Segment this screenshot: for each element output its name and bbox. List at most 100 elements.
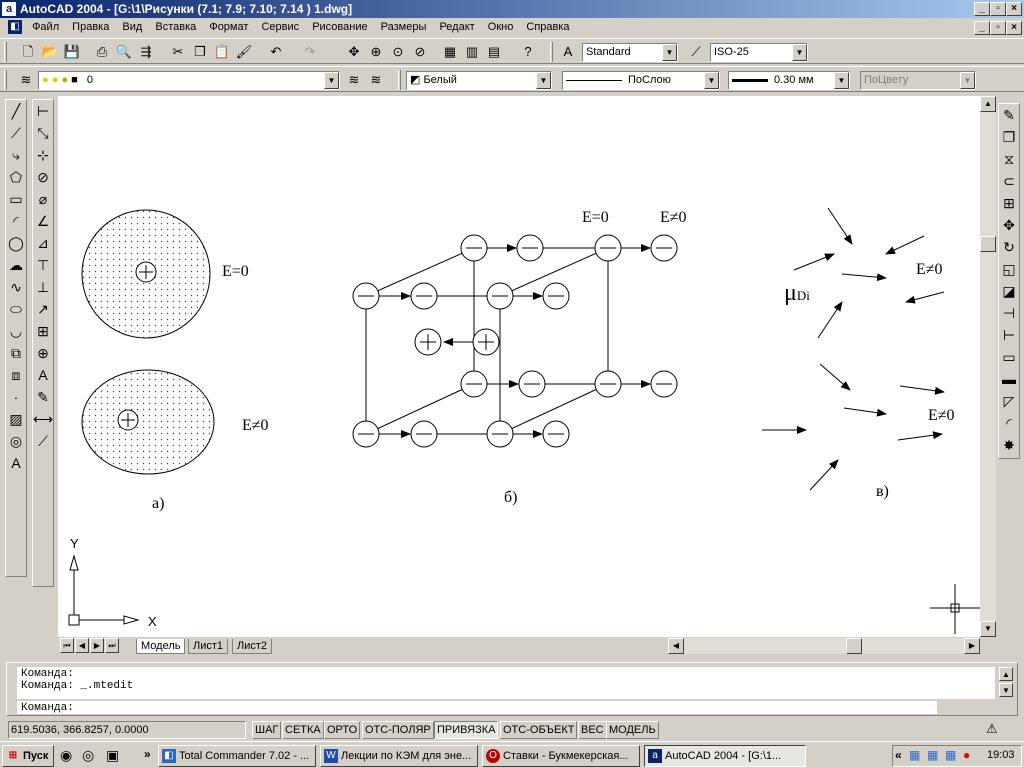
coordinate-readout[interactable]: 619.5036, 366.8257, 0.0000	[8, 721, 246, 739]
scale-icon[interactable]: ◱	[1002, 261, 1016, 277]
text-style-select[interactable]: Standard▼	[582, 43, 678, 62]
tab-layout2[interactable]: Лист2	[232, 639, 273, 654]
cmd-scroll-down-icon[interactable]: ▼	[999, 683, 1013, 697]
antivirus-icon[interactable]: ●	[963, 748, 971, 762]
baseline-dimension-icon[interactable]: ⊤	[36, 257, 50, 273]
arc-icon[interactable]: ◜	[13, 213, 19, 229]
task-total-commander[interactable]: ◧Total Commander 7.02 - ...	[158, 745, 316, 767]
horizontal-scrollbar[interactable]: ◀ ▶	[668, 638, 980, 654]
status-model-button[interactable]: МОДЕЛЬ	[606, 721, 659, 739]
radius-dimension-icon[interactable]: ⊘	[37, 169, 49, 185]
prev-tab-icon[interactable]: ◀	[75, 638, 89, 653]
doc-close-button[interactable]: ×	[1006, 21, 1022, 35]
status-grid-button[interactable]: СЕТКА	[282, 721, 324, 739]
status-osnap-button[interactable]: ПРИВЯЗКА	[434, 721, 499, 739]
linear-dimension-icon[interactable]: ⊢	[36, 103, 50, 119]
scroll-up-icon[interactable]: ▲	[980, 96, 996, 112]
angular-dimension-icon[interactable]: ∠	[36, 213, 50, 229]
extend-icon[interactable]: ⊢	[1002, 327, 1016, 343]
revision-cloud-icon[interactable]: ☁	[9, 257, 23, 273]
status-otrack-button[interactable]: ОТС-ОБЪЕКТ	[500, 721, 578, 739]
last-tab-icon[interactable]: ⏭	[105, 638, 119, 653]
menu-dimension[interactable]: Размеры	[380, 21, 427, 33]
command-input[interactable]: Команда:	[17, 701, 937, 714]
circle-icon[interactable]: ◯	[8, 235, 24, 251]
layer-manager-icon[interactable]: ≋	[20, 72, 32, 87]
dimension-update-icon[interactable]: ⟷	[33, 411, 54, 427]
minimize-button[interactable]: _	[974, 2, 990, 16]
copy-icon[interactable]: ❐	[194, 44, 206, 59]
make-block-icon[interactable]: ⧈	[11, 367, 21, 383]
make-current-layer-icon[interactable]: ≋	[348, 72, 360, 87]
toolbar-grip[interactable]	[4, 42, 7, 62]
publish-icon[interactable]: ⇶	[140, 44, 152, 59]
status-snap-button[interactable]: ШАГ	[252, 721, 282, 739]
aligned-dimension-icon[interactable]: ⤡	[37, 125, 49, 141]
continue-dimension-icon[interactable]: ⊥	[36, 279, 50, 295]
match-properties-icon[interactable]: 🖌	[235, 44, 253, 59]
chevron-down-icon[interactable]: ▼	[960, 72, 975, 89]
status-polar-button[interactable]: ОТС-ПОЛЯР	[362, 721, 434, 739]
offset-icon[interactable]: ⊂	[1003, 173, 1015, 189]
save-icon[interactable]: 💾	[63, 44, 81, 59]
diameter-dimension-icon[interactable]: ⌀	[38, 191, 48, 207]
firefox-quicklaunch-icon[interactable]: ◉	[60, 747, 73, 763]
move-icon[interactable]: ✥	[1003, 217, 1015, 233]
text-style-icon[interactable]: A	[563, 44, 573, 59]
stretch-icon[interactable]: ◪	[1002, 283, 1016, 299]
menu-view[interactable]: Вид	[122, 21, 143, 33]
zoom-realtime-icon[interactable]: ⊕	[370, 44, 382, 59]
layer-select[interactable]: ● ● ● ■ 0 ▼	[38, 71, 340, 90]
doc-minimize-button[interactable]: _	[974, 21, 990, 35]
polygon-icon[interactable]: ⬠	[9, 169, 23, 185]
menu-window[interactable]: Окно	[487, 21, 514, 33]
properties-icon[interactable]: ▦	[443, 44, 457, 59]
chamfer-icon[interactable]: ◸	[1003, 393, 1015, 409]
chevron-down-icon[interactable]: ▼	[536, 72, 551, 89]
chevron-down-icon[interactable]: ▼	[324, 72, 339, 89]
save-quicklaunch-icon[interactable]: ▣	[106, 747, 120, 763]
ordinate-dimension-icon[interactable]: ⊹	[37, 147, 49, 163]
lineweight-select[interactable]: 0.30 мм▼	[728, 71, 850, 90]
tab-layout1[interactable]: Лист1	[188, 639, 229, 654]
print-icon[interactable]: ⎙	[96, 44, 108, 59]
dim-style-icon[interactable]: ⟋	[691, 44, 701, 59]
vertical-scrollbar[interactable]: ▲ ▼	[980, 96, 996, 637]
menu-modify[interactable]: Редакт	[439, 21, 475, 33]
array-icon[interactable]: ⊞	[1003, 195, 1015, 211]
color-select[interactable]: ◩ Белый▼	[406, 71, 552, 90]
spline-icon[interactable]: ∿	[10, 279, 22, 295]
open-file-icon[interactable]: 📂	[41, 44, 59, 59]
tab-model[interactable]: Модель	[136, 639, 186, 654]
zoom-window-icon[interactable]: ⊙	[392, 44, 404, 59]
communication-center-icon[interactable]: ⚠	[986, 721, 998, 736]
ellipse-arc-icon[interactable]: ◡	[9, 323, 23, 339]
scroll-thumb[interactable]	[846, 638, 862, 654]
scroll-left-icon[interactable]: ◀	[668, 638, 684, 654]
menu-tools[interactable]: Сервис	[261, 21, 300, 33]
autocad-app-icon[interactable]: a	[2, 2, 16, 16]
undo-icon[interactable]: ↶	[270, 44, 282, 59]
region-icon[interactable]: ◎	[9, 433, 23, 449]
dimension-edit-icon[interactable]: A	[38, 367, 48, 383]
network-icon[interactable]: ▦	[927, 748, 939, 762]
menu-help[interactable]: Справка	[526, 21, 570, 33]
tool-palettes-icon[interactable]: ▤	[487, 44, 501, 59]
status-lwt-button[interactable]: ВЕС	[578, 721, 607, 739]
trim-icon[interactable]: ⊣	[1002, 305, 1016, 321]
point-icon[interactable]: ·	[13, 389, 19, 405]
copy-object-icon[interactable]: ❐	[1002, 129, 1016, 145]
paste-icon[interactable]: 📋	[213, 44, 231, 59]
menu-edit[interactable]: Правка	[72, 21, 110, 33]
chevron-down-icon[interactable]: ▼	[792, 44, 807, 61]
chevron-down-icon[interactable]: ▼	[662, 44, 677, 61]
redo-icon[interactable]: ↷	[304, 44, 316, 59]
scroll-down-icon[interactable]: ▼	[980, 621, 996, 637]
center-mark-icon[interactable]: ⊕	[37, 345, 49, 361]
layer-previous-icon[interactable]: ≋	[370, 72, 382, 87]
scroll-thumb[interactable]	[980, 236, 996, 252]
help-icon[interactable]: ?	[524, 44, 532, 59]
chevron-down-icon[interactable]: ▼	[704, 72, 719, 89]
